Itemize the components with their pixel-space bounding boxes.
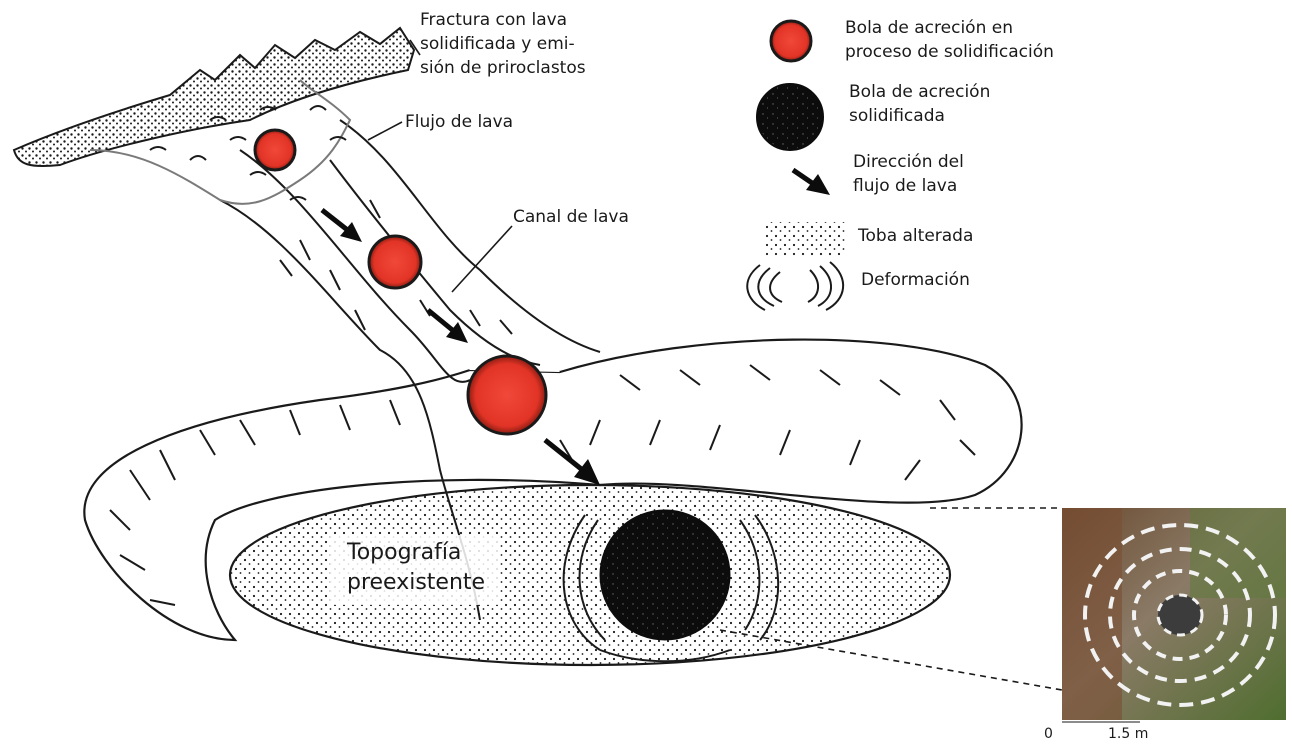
scale-end: 1.5 m bbox=[1108, 726, 1148, 742]
legend-tuff-label: Toba alterada bbox=[858, 224, 973, 248]
preexisting-topography-label: Topografía preexistente bbox=[347, 538, 485, 598]
lava-flow-label: Flujo de lava bbox=[405, 110, 513, 134]
scale-start: 0 bbox=[1044, 726, 1053, 742]
legend-deformation-icon bbox=[747, 262, 843, 310]
legend-flow-direction-label: Dirección del flujo de lava bbox=[853, 150, 964, 198]
legend-solidifying-ball-label: Bola de acreción en proceso de solidific… bbox=[845, 16, 1054, 64]
field-photo bbox=[1062, 508, 1286, 720]
legend-tuff-icon bbox=[764, 222, 846, 256]
accretion-ball-3 bbox=[468, 356, 546, 434]
legend-arrow-icon bbox=[793, 170, 830, 195]
legend-deformation-label: Deformación bbox=[861, 268, 970, 292]
lava-channel-label: Canal de lava bbox=[513, 205, 629, 229]
legend-solid-ball-label: Bola de acreción solidificada bbox=[849, 80, 990, 128]
fracture-ridge bbox=[14, 28, 414, 166]
solidified-ball bbox=[601, 511, 729, 639]
accretion-ball-1 bbox=[255, 130, 295, 170]
legend-black-ball-icon bbox=[757, 84, 823, 150]
accretion-ball-2 bbox=[369, 236, 421, 288]
legend-red-ball-icon bbox=[771, 21, 811, 61]
fracture-label: Fractura con lava solidificada y emi- si… bbox=[420, 8, 586, 80]
